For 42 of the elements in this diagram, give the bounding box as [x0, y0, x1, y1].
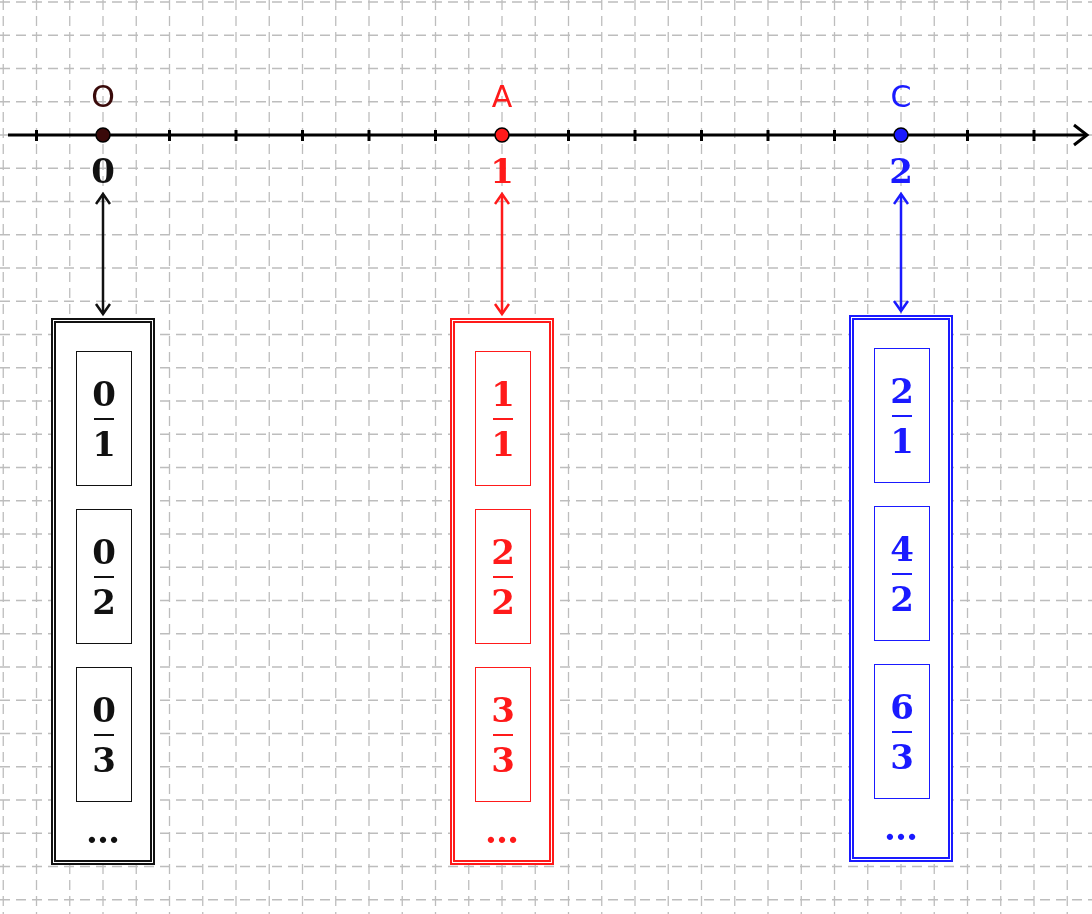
- point-label: A: [491, 80, 513, 114]
- denominator: 3: [92, 739, 116, 780]
- numerator: 0: [92, 373, 116, 414]
- fraction-list-frame: [450, 318, 554, 865]
- denominator: 1: [890, 420, 914, 461]
- fraction-box: [475, 667, 531, 802]
- double-arrow: [493, 192, 511, 316]
- denominator: 2: [92, 581, 116, 622]
- denominator: 3: [890, 736, 914, 777]
- numerator: 3: [491, 689, 515, 730]
- point-label: C: [890, 80, 912, 114]
- tick-label: 2: [889, 152, 913, 190]
- denominator: 1: [491, 423, 515, 464]
- tick-label: 0: [91, 152, 115, 190]
- fraction-box: [76, 351, 132, 486]
- point-label: O: [91, 80, 115, 114]
- fraction-box: [76, 509, 132, 644]
- fraction-list-frame: [51, 318, 155, 865]
- denominator: 3: [491, 739, 515, 780]
- numerator: 2: [491, 531, 515, 572]
- numerator: 0: [92, 531, 116, 572]
- fraction-box: [475, 509, 531, 644]
- fraction-list-frame: [849, 315, 953, 862]
- ellipsis: …: [485, 816, 519, 846]
- fraction-box: [874, 506, 930, 641]
- fraction-box: [874, 348, 930, 483]
- tick-label: 1: [490, 152, 514, 190]
- numerator: 1: [491, 373, 515, 414]
- ellipsis: …: [86, 816, 120, 846]
- numerator: 0: [92, 689, 116, 730]
- denominator: 1: [92, 423, 116, 464]
- numerator: 6: [890, 686, 914, 727]
- fraction-box: [874, 664, 930, 799]
- numerator: 4: [890, 528, 914, 569]
- double-arrow: [94, 192, 112, 316]
- double-arrow: [892, 192, 910, 313]
- denominator: 2: [890, 578, 914, 619]
- fraction-box: [475, 351, 531, 486]
- numerator: 2: [890, 370, 914, 411]
- fraction-box: [76, 667, 132, 802]
- denominator: 2: [491, 581, 515, 622]
- ellipsis: …: [884, 813, 918, 843]
